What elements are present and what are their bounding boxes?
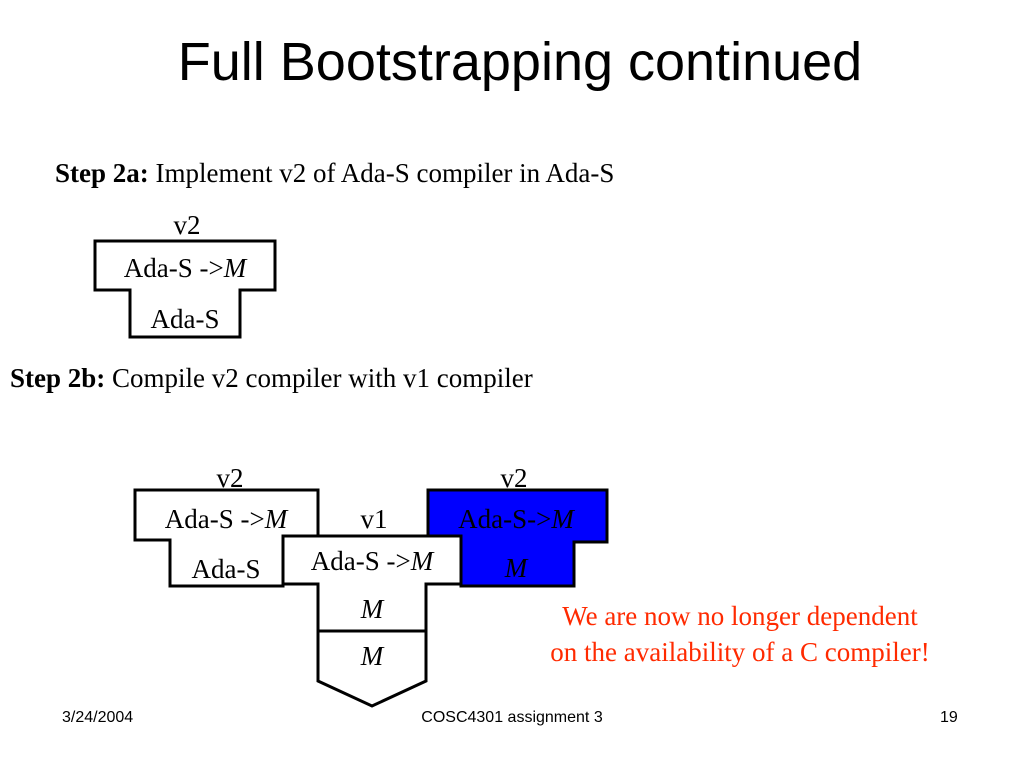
diagram-a-translation: Ada-S ->M — [124, 253, 248, 283]
red-note-line-2: on the availability of a C compiler! — [550, 637, 930, 667]
source-compiler-implementation: Ada-S — [192, 554, 261, 584]
diagram-a-implementation: Ada-S — [151, 304, 220, 334]
red-note-line-1: We are now no longer dependent — [562, 601, 918, 631]
source-compiler-shape — [133, 488, 320, 588]
diagram-a-compiler-shape — [93, 239, 277, 339]
result-compiler-version: v2 — [501, 463, 528, 493]
footer-date: 3/24/2004 — [62, 709, 134, 726]
step-2b-line: Step 2b: Compile v2 compiler with v1 com… — [10, 362, 533, 394]
result-compiler-translation: Ada-S->M — [458, 504, 575, 534]
result-compiler-implementation: M — [504, 553, 529, 583]
step-2a-label: Step 2a: — [55, 158, 149, 188]
footer-course: COSC4301 assignment 3 — [421, 709, 603, 726]
step-2a-text: Implement v2 of Ada-S compiler in Ada-S — [155, 158, 615, 188]
diagram-a-version: v2 — [174, 210, 201, 240]
source-compiler-version: v2 — [217, 463, 244, 493]
red-note: We are now no longer dependent on the av… — [490, 598, 990, 670]
compiler-v1-version: v1 — [361, 504, 388, 534]
machine-label: M — [360, 641, 385, 671]
t-diagram-result-compiler: v2 Ada-S->M M — [426, 463, 609, 588]
compiler-v1-implementation: M — [360, 594, 385, 624]
compiler-v1-translation: Ada-S ->M — [311, 546, 435, 576]
source-compiler-translation: Ada-S ->M — [165, 504, 289, 534]
step-2b-label: Step 2b: — [10, 363, 106, 393]
t-diagram-step-2a: v2 Ada-S ->M Ada-S — [93, 210, 277, 339]
footer-page-number: 19 — [940, 709, 958, 726]
t-diagram-machine: M — [316, 629, 428, 708]
slide-title: Full Bootstrapping continued — [177, 32, 863, 92]
step-2a-line: Step 2a: Implement v2 of Ada-S compiler … — [55, 157, 614, 189]
t-diagram-source-compiler: v2 Ada-S ->M Ada-S — [133, 463, 320, 588]
machine-shape — [316, 629, 428, 708]
step-2b-text: Compile v2 compiler with v1 compiler — [112, 363, 533, 393]
